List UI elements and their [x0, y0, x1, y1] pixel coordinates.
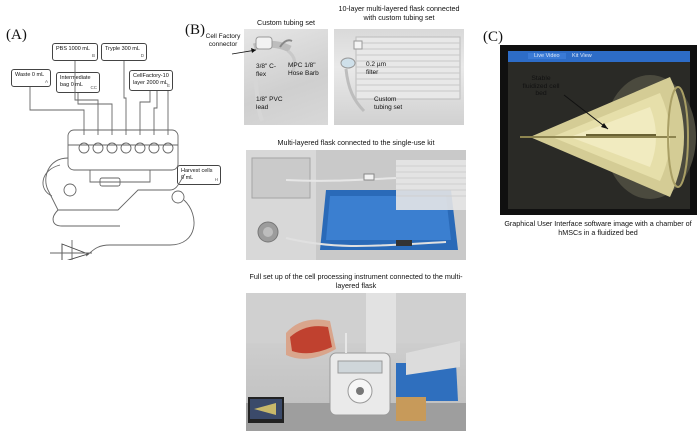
label-custom-tubing: Custom tubing set: [374, 96, 403, 111]
setup-illustration: [246, 293, 466, 431]
box-waste-text: Waste 0 mL: [15, 72, 45, 78]
fluidized-bed-image: [508, 62, 696, 209]
flask-photo: 0.2 µm filter Custom tubing set: [334, 29, 464, 125]
tubing-schematic: [29, 61, 195, 260]
box-pbs-text: PBS 1000 mL: [56, 46, 90, 52]
label-c-flex: 3/8" C-flex: [256, 63, 277, 78]
box-cellfactory-tag: E: [166, 82, 170, 88]
kit-illustration: [246, 150, 466, 260]
single-use-kit-photo: [246, 150, 466, 260]
gui-screen-photo: Live Video Kit View Stable fluidized cel…: [500, 45, 697, 215]
full-setup-photo: [246, 293, 466, 431]
box-tryple: Tryple 300 mL D: [101, 43, 147, 61]
box-harvest: Harvest cells 0 mL H: [177, 165, 221, 185]
label-hose-barb: MPC 1/8" Hose Barb: [288, 62, 319, 77]
flask-illustration: [340, 36, 461, 113]
tubing-set-photo: 3/8" C-flex MPC 1/8" Hose Barb 1/8" PVC …: [244, 29, 328, 125]
box-harvest-text: Harvest cells 0 mL: [181, 168, 213, 181]
panel-c-caption: Graphical User Interface software image …: [504, 219, 692, 237]
photo3-title: Multi-layered flask connected to the sin…: [277, 138, 435, 147]
box-tryple-tag: D: [140, 52, 144, 58]
box-intermediate-tag: CC: [90, 84, 98, 90]
tubing-illustration: [252, 36, 297, 122]
box-tryple-text: Tryple 300 mL: [105, 46, 140, 52]
box-waste-tag: A: [44, 78, 48, 84]
panel-b-letter: (B): [185, 22, 205, 38]
box-cellfactory: CellFactory-10 layer 2000 mL E: [129, 70, 173, 91]
label-filter: 0.2 µm filter: [366, 61, 387, 76]
label-stable-fluidized-bed: Stable fluidized cell bed: [522, 75, 560, 97]
connector-arrow: [231, 48, 257, 55]
panel-c-letter: (C): [483, 29, 503, 45]
panel-a-letter: (A): [6, 27, 27, 43]
photo1-title: Custom tubing set: [257, 18, 315, 27]
label-pvc-lead: 1/8" PVC lead: [256, 96, 283, 111]
box-pbs: PBS 1000 mL B: [52, 43, 98, 61]
tab-kit-view[interactable]: Kit View: [572, 53, 592, 59]
photo4-title: Full set up of the cell processing instr…: [249, 272, 463, 290]
tab-live-video[interactable]: Live Video: [528, 53, 566, 59]
gui-tab-bar: Live Video Kit View: [508, 51, 690, 62]
box-waste: Waste 0 mL A: [11, 69, 51, 87]
box-cellfactory-text: CellFactory-10 layer 2000 mL: [133, 73, 169, 86]
box-harvest-tag: H: [214, 176, 218, 182]
label-cell-factory-connector: Cell Factory connector: [205, 33, 241, 48]
photo2-title: 10-layer multi-layered flask connected w…: [338, 4, 460, 22]
box-pbs-tag: B: [91, 52, 95, 58]
